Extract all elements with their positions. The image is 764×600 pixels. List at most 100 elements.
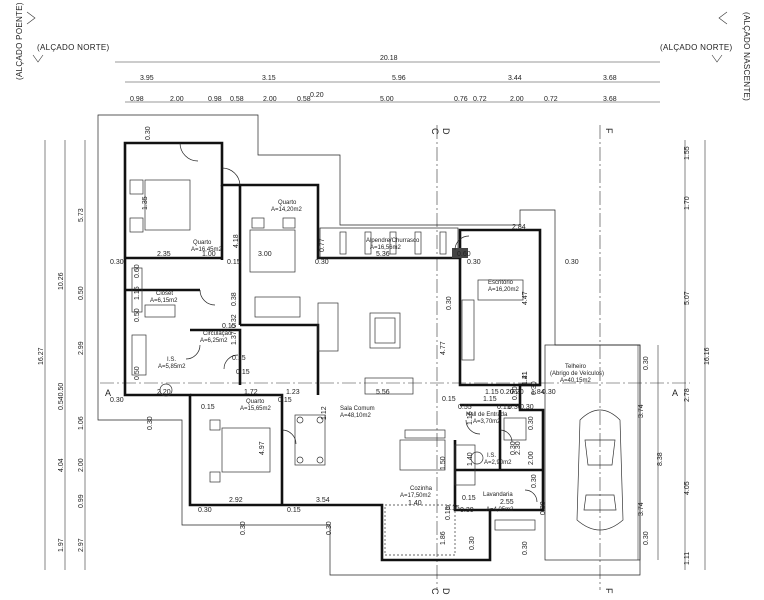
dim-top-r3-11: 0.72 <box>544 96 558 103</box>
dim-right-r2-0: 5.07 <box>684 291 691 305</box>
room-area-is-2: A=2,90m2 <box>484 460 512 466</box>
idim-27: 0.50 <box>134 366 141 380</box>
dim-top-r3-5: 0.58 <box>297 96 311 103</box>
idim-46: 0.30 <box>198 507 212 514</box>
room-name-alpendre: Alpendre/Churrasco <box>366 238 420 244</box>
room-name-sala-comum: Sala Comum <box>340 406 375 412</box>
idim-34: 1.84 <box>531 389 545 396</box>
dim-left-r2-0: 10.26 <box>58 272 65 290</box>
idim-22: 0.15 <box>232 355 246 362</box>
idim-50: 1.16 <box>467 411 474 425</box>
section-mark-a-right: A <box>672 388 678 398</box>
dim-right-r3-3: 8.38 <box>657 452 664 466</box>
dim-right-overall: 16.16 <box>704 347 711 365</box>
dim-left-r3-6: 2.97 <box>78 538 85 552</box>
idim-5: 3.00 <box>258 251 272 258</box>
idim-53: 0.30 <box>520 404 534 411</box>
idim-52: 0.30 <box>508 404 522 411</box>
dim-top-r2-0: 3.95 <box>140 75 154 82</box>
carport <box>544 344 641 561</box>
idim-0: 0.30 <box>145 126 152 140</box>
idim-45: 2.92 <box>229 497 243 504</box>
room-area-quarto-2: A=14,20m2 <box>271 207 303 213</box>
idim-57: 0.30 <box>528 416 535 430</box>
dim-top-r2-1: 3.15 <box>262 75 276 82</box>
idim-38: 4.97 <box>259 441 266 455</box>
section-mark-c-bottom: C <box>430 588 440 595</box>
room-name-cozinha: Cozinha <box>410 486 433 492</box>
idim-61: 1.40 <box>408 500 422 507</box>
idim-48: 0.30 <box>240 521 247 535</box>
dim-top-r3-10: 2.00 <box>510 96 524 103</box>
idim-78: 0.30 <box>531 381 538 395</box>
dimensions-right: 1.55 1.70 3.74 8.38 3.74 5.07 2.78 4.05 … <box>637 140 711 570</box>
idim-73: 0.15 <box>445 506 452 520</box>
room-area-alpendre: A=16,56m2 <box>370 245 402 251</box>
idim-13: 0.30 <box>565 259 579 266</box>
section-mark-d-top: D <box>441 128 451 135</box>
dim-left-r2-1: 0.540.50 <box>58 383 65 410</box>
dim-left-r3-2: 2.99 <box>78 341 85 355</box>
idim-16: 1.15 <box>134 286 141 300</box>
dim-right-r3-4: 3.74 <box>638 502 645 516</box>
idim-60: 0.15 <box>446 505 460 512</box>
idim-44: 1.41 <box>522 371 529 385</box>
interior-dimensions: 0.30 1.35 2.35 1.00 0.15 3.00 0.30 4.18 … <box>110 126 650 555</box>
idim-29: 1.23 <box>286 389 300 396</box>
idim-47: 3.54 <box>316 497 330 504</box>
dim-top-r3-6: 0.20 <box>310 92 324 99</box>
room-name-circulacao: Circulação <box>203 331 232 337</box>
room-name-quarto-2: Quarto <box>278 200 297 206</box>
dim-top-r3-9: 0.72 <box>473 96 487 103</box>
room-name-escritorio: Escritório <box>488 280 514 286</box>
idim-2: 2.35 <box>157 251 171 258</box>
dim-left-overall: 16.27 <box>38 347 45 365</box>
room-area-escritorio: A=16,20m2 <box>488 287 520 293</box>
section-lines: A A D D F F C C <box>100 125 690 595</box>
room-name-is-2: I.S. <box>487 453 496 459</box>
room-name-hall: Hall de Entrada <box>466 412 508 418</box>
dim-top-r3-8: 0.76 <box>454 96 468 103</box>
idim-43: 4.47 <box>522 291 529 305</box>
idim-66: 0.30 <box>522 541 529 555</box>
idim-32: 0.55 <box>458 404 472 411</box>
room-labels: Quarto A=16,45m2 Quarto A=14,20m2 Alpend… <box>150 200 604 513</box>
room-name-quarto-3: Quarto <box>246 399 265 405</box>
idim-42: 4.77 <box>440 341 447 355</box>
dim-right-r2-2: 4.05 <box>684 481 691 495</box>
idim-77: 1.40 <box>467 452 474 466</box>
idim-24: 1.15 <box>485 389 499 396</box>
idim-37: 0.15 <box>278 397 292 404</box>
elevation-marker-nascente: (ALÇADO NASCENTE) <box>711 11 751 101</box>
section-mark-c-top: C <box>430 128 440 135</box>
dim-top-r2-2: 5.96 <box>392 75 406 82</box>
idim-12: 2.84 <box>512 224 526 231</box>
idim-21: 1.37 <box>231 331 238 345</box>
room-area-hall: A=3,70m2 <box>473 419 501 425</box>
room-name-is-1: I.S. <box>167 357 176 363</box>
idim-58: 2.30 <box>515 441 522 455</box>
idim-10: 0.60 <box>457 251 471 258</box>
idim-75: 0.30 <box>531 474 538 488</box>
idim-11: 0.30 <box>467 259 481 266</box>
idim-26: 0.15 <box>201 404 215 411</box>
idim-15: 0.60 <box>134 264 141 278</box>
dim-top-r3-7: 5.00 <box>380 96 394 103</box>
idim-59: 0.15 <box>462 495 476 502</box>
section-mark-f-top: F <box>604 128 614 134</box>
idim-69: 0.20 <box>500 389 514 396</box>
idim-62: 2.55 <box>500 499 514 506</box>
idim-54: 1.50 <box>440 456 447 470</box>
idim-18: 0.38 <box>231 292 238 306</box>
pergola <box>319 227 459 259</box>
room-area-sala-comum: A=48,10m2 <box>340 413 372 419</box>
idim-35: 2.20 <box>157 389 171 396</box>
idim-31: 0.15 <box>442 396 456 403</box>
elevation-label-norte-right: (ALÇADO NORTE) <box>660 43 733 52</box>
idim-9: 5.36 <box>376 251 390 258</box>
dim-top-r3-12: 3.68 <box>603 96 617 103</box>
building-walls <box>123 141 545 562</box>
room-area-cozinha: A=17,50m2 <box>400 493 432 499</box>
idim-3: 1.00 <box>202 251 216 258</box>
